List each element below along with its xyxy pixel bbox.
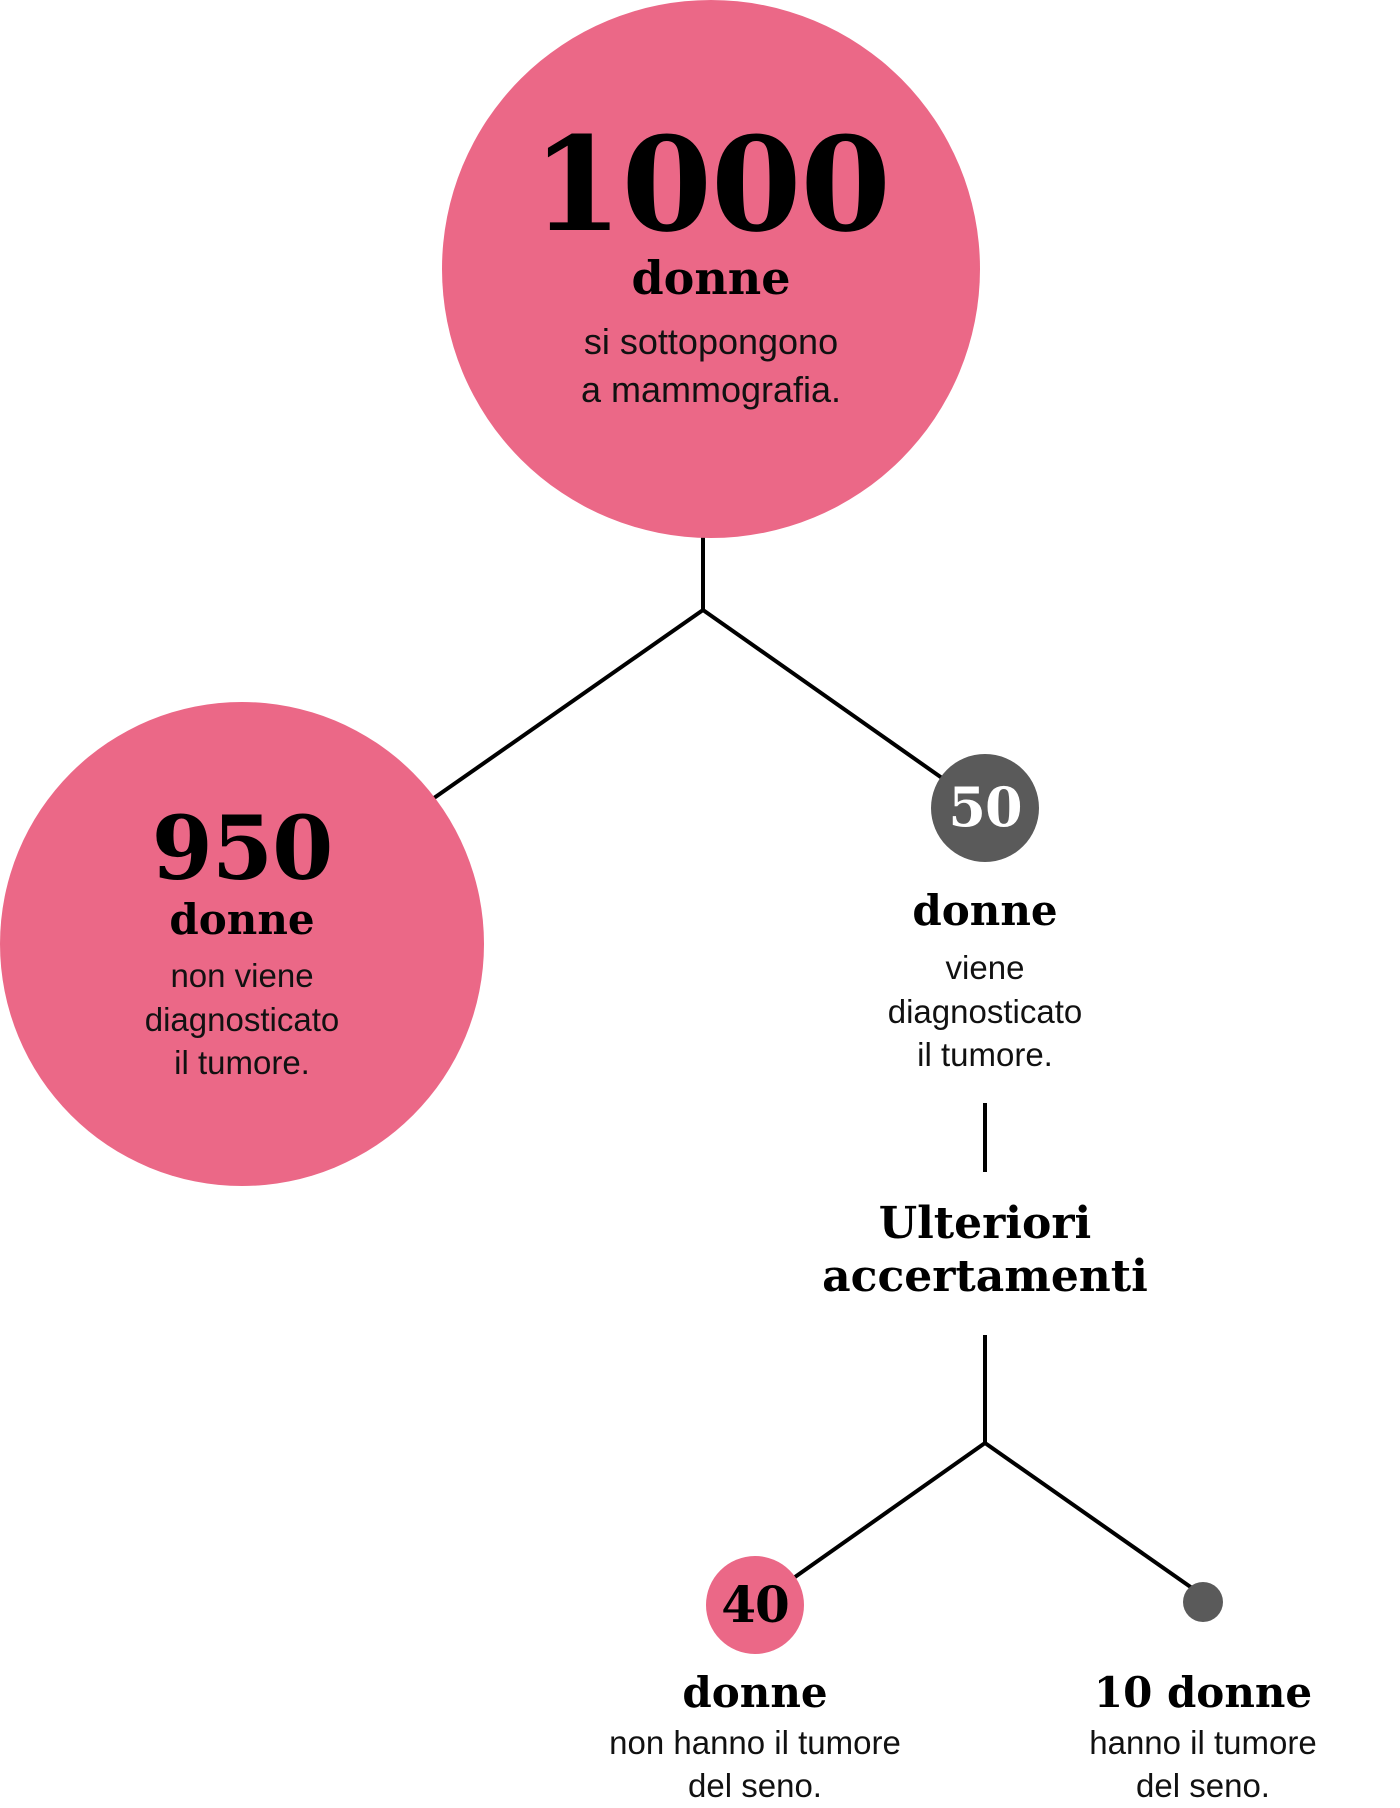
root-desc-line-2: a mammografia. xyxy=(580,368,842,410)
right-branch-desc-line-2: diagnosticato xyxy=(887,992,1083,1030)
right-branch-desc: viene diagnosticato il tumore. xyxy=(835,946,1135,1077)
right-branch-circle: 50 xyxy=(931,754,1039,862)
positive-outcome-desc-line-2: del seno. xyxy=(1136,1766,1270,1804)
root-count: 1000 xyxy=(532,108,891,261)
negative-outcome-desc-line-1: non hanno il tumore xyxy=(609,1724,901,1761)
left-branch-desc: non viene diagnosticato il tumore. xyxy=(0,954,484,1085)
right-branch-text: donne viene diagnosticato il tumore. xyxy=(835,890,1135,1077)
left-branch-desc-line-2: diagnosticato xyxy=(144,1000,340,1038)
positive-outcome-desc: hanno il tumore del seno. xyxy=(1048,1722,1358,1808)
left-branch-desc-line-1: non viene xyxy=(170,957,314,994)
positive-outcome-unit: 10 donne xyxy=(1093,1668,1313,1717)
negative-outcome-unit: donne xyxy=(682,1668,828,1717)
further-tests-line-1: Ulteriori xyxy=(878,1198,1092,1249)
negative-outcome-circle: 40 xyxy=(706,1556,804,1654)
negative-outcome-desc: non hanno il tumore del seno. xyxy=(555,1722,955,1808)
right-branch-desc-line-3: il tumore. xyxy=(917,1036,1053,1074)
negative-outcome-desc-line-2: del seno. xyxy=(688,1766,822,1804)
left-branch-unit: donne xyxy=(169,895,315,944)
left-branch-circle: 950 donne non viene diagnosticato il tum… xyxy=(0,702,484,1186)
positive-outcome-dot xyxy=(1183,1582,1223,1622)
positive-outcome-text: 10 donne hanno il tumore del seno. xyxy=(1048,1672,1358,1808)
further-tests-line-2: accertamenti xyxy=(822,1250,1148,1302)
root-desc: si sottopongono a mammografia. xyxy=(442,318,980,413)
root-circle: 1000 donne si sottopongono a mammografia… xyxy=(442,0,980,538)
root-desc-line-1: si sottopongono xyxy=(583,321,839,362)
positive-outcome-desc-line-1: hanno il tumore xyxy=(1089,1724,1317,1761)
right-branch-count: 50 xyxy=(948,775,1022,839)
negative-outcome-count: 40 xyxy=(721,1575,790,1634)
left-branch-count: 950 xyxy=(151,796,334,900)
root-left-branch-line xyxy=(432,608,705,800)
left-branch-desc-line-3: il tumore. xyxy=(174,1044,310,1082)
negative-outcome-text: donne non hanno il tumore del seno. xyxy=(555,1672,955,1808)
further-tests-heading: Ulteriori accertamenti xyxy=(785,1198,1185,1304)
root-right-branch-line xyxy=(701,608,944,780)
further-tests-left-line xyxy=(793,1441,987,1579)
right-branch-desc-line-1: viene xyxy=(945,949,1025,986)
further-tests-right-line xyxy=(983,1441,1194,1590)
right-branch-unit: donne xyxy=(912,886,1058,935)
root-unit: donne xyxy=(631,251,791,305)
